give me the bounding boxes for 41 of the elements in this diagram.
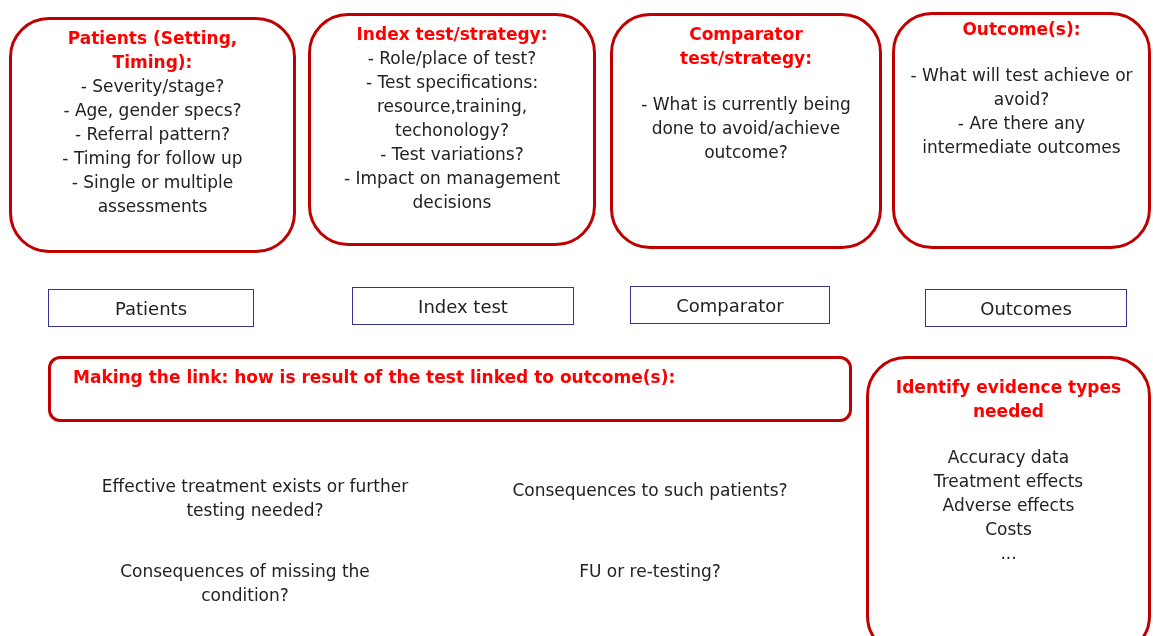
box-heading: Index test/strategy: (355, 23, 549, 46)
rounded-box (9, 17, 296, 253)
list-item: - Test specifications: resource,training, techonology? (364, 71, 540, 142)
box-label: Outcomes (980, 297, 1072, 319)
list-item: Treatment effects (932, 470, 1085, 493)
list-item: - Age, gender specs? (62, 99, 243, 122)
list-item: - Single or multiple assessments (70, 171, 235, 218)
box-label: Index test (418, 295, 508, 317)
box-heading: Outcome(s): (961, 18, 1082, 41)
question-text: Consequences of missing the condition? (119, 560, 371, 607)
list-item: - Impact on management decisions (342, 167, 562, 214)
list-item: - What will test achieve or avoid? (909, 64, 1134, 111)
list-item: Adverse effects (941, 494, 1076, 517)
list-item: - Role/place of test? (366, 47, 538, 70)
list-item: - Timing for follow up (61, 147, 244, 170)
list-item: - Referral pattern? (73, 123, 232, 146)
list-item: Accuracy data (946, 446, 1071, 469)
list-item: - Are there any intermediate outcomes (921, 112, 1122, 159)
rounded-box (610, 13, 882, 249)
label-box (48, 289, 254, 327)
rounded-box (892, 12, 1151, 249)
label-box (925, 289, 1127, 327)
list-item: - What is currently being done to avoid/achieve outcome? (640, 93, 852, 164)
rounded-box (866, 356, 1151, 636)
list-item: - Severity/stage? (79, 75, 226, 98)
list-item: Costs (984, 518, 1033, 541)
box-heading: Patients (Setting, Timing): (66, 27, 239, 74)
question-text: Consequences to such patients? (511, 479, 789, 502)
question-text: Effective treatment exists or further testing needed? (100, 475, 410, 522)
box-heading: Identify evidence types needed (894, 376, 1123, 423)
list-item: - Test variations? (379, 143, 525, 166)
list-item: ... (999, 542, 1018, 565)
rounded-box (48, 356, 852, 422)
label-box (352, 287, 574, 325)
box-label: Comparator (676, 294, 784, 316)
question-text: FU or re-testing? (578, 560, 722, 583)
label-box (630, 286, 830, 324)
box-label: Patients (114, 297, 188, 319)
box-heading: Making the link: how is result of the test linked to outcome(s): (73, 366, 677, 389)
box-heading: Comparator test/strategy: (679, 23, 813, 70)
rounded-box (308, 13, 596, 246)
